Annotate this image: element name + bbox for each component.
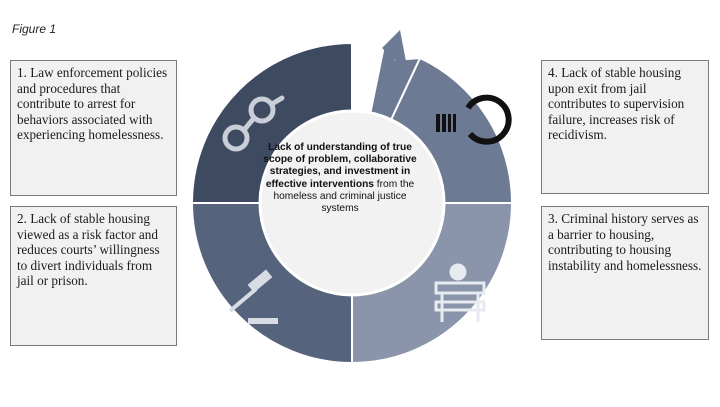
jail-recycle-icon bbox=[436, 94, 512, 145]
box-4: 4. Lack of stable housing upon exit from… bbox=[541, 60, 709, 194]
center-text: Lack of understanding of true scope of p… bbox=[262, 142, 418, 215]
cycle-arrow-tip bbox=[382, 30, 408, 72]
barrier-icon bbox=[434, 263, 486, 322]
handcuffs-icon bbox=[222, 95, 285, 152]
box-2: 2. Lack of stable housing viewed as a ri… bbox=[10, 206, 177, 346]
center-text-bold: Lack of understanding of true scope of p… bbox=[263, 142, 417, 190]
center-text-rest: from the homeless and criminal justice s… bbox=[273, 178, 415, 215]
figure-label: Figure 1 bbox=[12, 22, 57, 36]
gavel-icon bbox=[228, 269, 278, 324]
center-circle bbox=[258, 109, 446, 297]
box-3: 3. Criminal history serves as a barrier … bbox=[541, 206, 709, 340]
box-1: 1. Law enforcement policies and procedur… bbox=[10, 60, 177, 196]
